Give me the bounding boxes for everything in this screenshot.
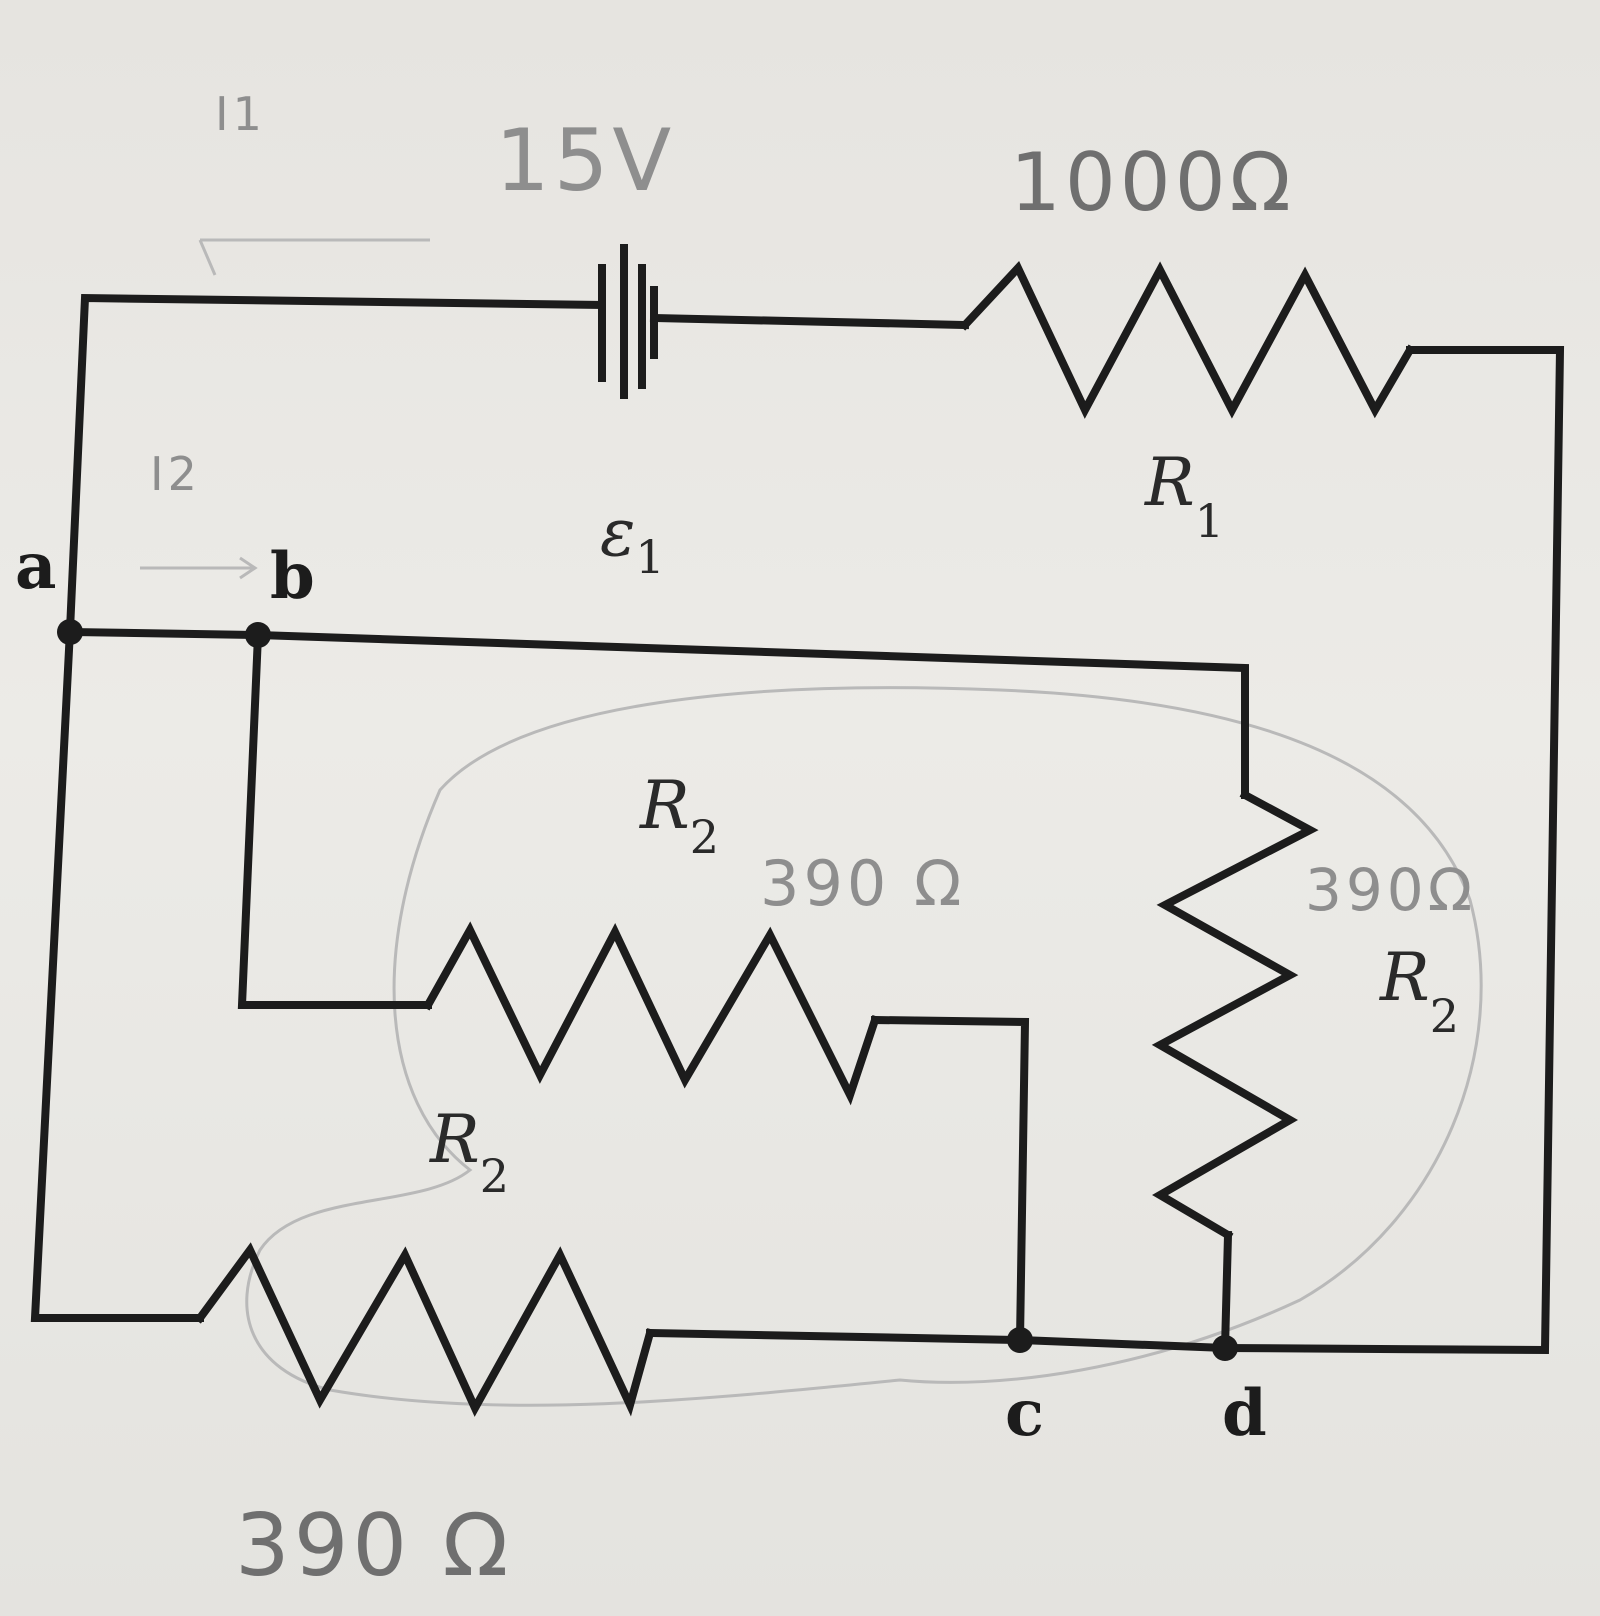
resistor-r2-bottom	[194, 1242, 655, 1417]
node-label-b: b	[270, 539, 315, 614]
handwritten-r1-value: 1000Ω	[1010, 136, 1295, 229]
emf-symbol: ε	[600, 494, 635, 571]
wire-top-left	[65, 293, 605, 635]
resistor-r2-right	[1151, 789, 1319, 1241]
r2-bottom-symbol: R	[429, 1101, 480, 1178]
r2-top-label: R2	[639, 767, 719, 864]
node-label-a: a	[15, 529, 56, 604]
r2-right-subscript: 2	[1430, 989, 1459, 1043]
pencil-arrow-i2	[140, 556, 258, 580]
r2-top-subscript: 2	[690, 810, 719, 864]
wire-right-return	[1220, 346, 1565, 1355]
wire-left-outer	[30, 625, 204, 1322]
r2-right-symbol: R	[1379, 939, 1430, 1016]
handwritten-current-i1: I1	[215, 87, 266, 141]
wire-b-down	[237, 630, 432, 1009]
r2-bottom-subscript: 2	[480, 1149, 509, 1203]
handwritten-r2-bottom-value: 390 Ω	[235, 1496, 512, 1596]
wire-mid-c	[870, 1015, 1030, 1345]
resistor-r2-middle	[422, 921, 881, 1106]
r1-label: R1	[1144, 444, 1224, 548]
handwritten-r2-top-value: 390 Ω	[760, 847, 965, 920]
battery-emf1	[598, 244, 658, 399]
r1-subscript: 1	[1195, 494, 1224, 548]
resistor-r1	[959, 260, 1416, 419]
handwritten-r2-right-value: 390Ω	[1305, 856, 1476, 924]
emf-label: ε1	[600, 494, 665, 584]
pencil-annotations	[140, 238, 1483, 1407]
node-c-dot	[1007, 1327, 1033, 1353]
wire-right-d	[1220, 1230, 1233, 1353]
wire-ab-top	[65, 627, 1249, 799]
node-d-dot	[1212, 1335, 1238, 1361]
node-label-c: c	[1005, 1376, 1044, 1451]
node-b-dot	[245, 622, 271, 648]
node-label-d: d	[1222, 1376, 1267, 1451]
r2-top-symbol: R	[639, 767, 690, 844]
pencil-arrow-i1	[198, 238, 430, 276]
wires	[30, 293, 1565, 1355]
node-a-dot	[57, 619, 83, 645]
r1-symbol: R	[1144, 444, 1195, 521]
pencil-loop-inner	[245, 686, 1483, 1407]
handwritten-emf-value: 15V	[495, 111, 675, 211]
wire-bottom-cd	[645, 1328, 1230, 1353]
r2-bottom-label: R2	[429, 1101, 509, 1203]
r2-right-label: R2	[1379, 939, 1459, 1043]
handwritten-current-i2: I2	[150, 447, 201, 501]
wire-battery-r1	[649, 313, 970, 330]
emf-subscript: 1	[635, 530, 664, 584]
